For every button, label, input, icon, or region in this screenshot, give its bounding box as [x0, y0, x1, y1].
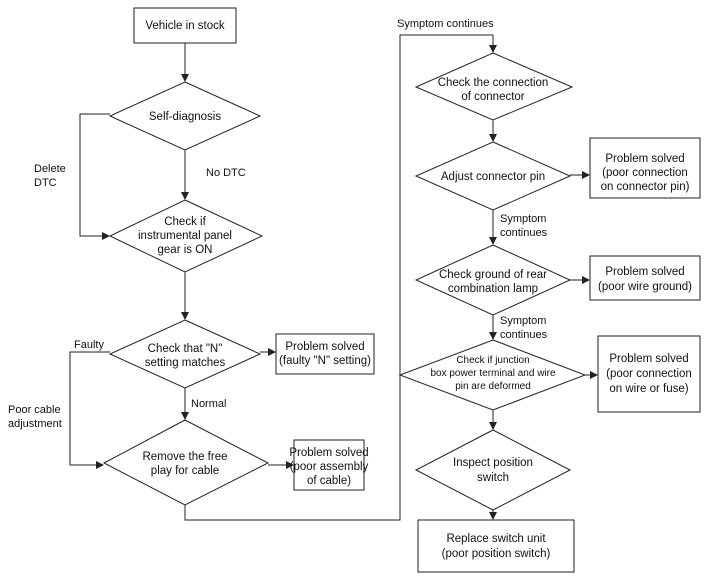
arrowhead	[489, 422, 497, 430]
label-symptom-continues: Symptom	[500, 315, 546, 327]
node-label-line: Check the connection	[438, 77, 549, 89]
arrowhead	[489, 45, 497, 53]
node-adjust-connector-pin: Adjust connector pin	[414, 141, 572, 211]
node-solved-wire-fuse: Problem solved (poor connection on wire …	[597, 335, 701, 413]
node-label-line: combination lamp	[448, 283, 538, 295]
node-label: Self-diagnosis	[149, 111, 221, 123]
node-solved-n-setting: Problem solved (faulty "N" setting)	[275, 333, 375, 375]
label-faulty: Faulty	[74, 339, 104, 351]
arrowhead	[489, 134, 497, 142]
label-no-dtc: No DTC	[206, 167, 246, 179]
node-label-line: Problem solved	[609, 353, 688, 365]
node-label-line: Replace switch unit	[446, 533, 546, 545]
arrowhead	[96, 461, 104, 469]
label-symptom-continues: continues	[500, 329, 548, 341]
arrowhead	[181, 74, 189, 82]
node-label-line: on connector pin)	[601, 181, 690, 193]
node-solved-ground: Problem solved (poor wire ground)	[589, 255, 701, 301]
node-label-line: pin are deformed	[455, 381, 531, 392]
arrowhead	[181, 412, 189, 420]
edge-labels: Delete DTC No DTC Faulty Normal Poor cab…	[8, 18, 548, 430]
node-label-line: (faulty "N" setting)	[279, 355, 371, 367]
arrowhead	[489, 512, 497, 520]
label-symptom-continues: continues	[500, 227, 548, 239]
arrowhead	[181, 312, 189, 320]
edge-delete-dtc-loop	[79, 113, 110, 237]
node-label-line: Problem solved	[285, 341, 364, 353]
edge-faulty-loop	[69, 351, 110, 466]
node-label-line: Problem solved	[605, 153, 684, 165]
node-check-n-setting: Check that "N" setting matches	[108, 319, 262, 389]
node-replace-switch: Replace switch unit (poor position switc…	[417, 519, 575, 573]
arrowhead	[181, 192, 189, 200]
node-label-line: Problem solved	[289, 447, 368, 459]
node-check-ground: Check ground of rear combination lamp	[414, 244, 572, 316]
node-check-connection: Check the connection of connector	[414, 52, 574, 121]
label-symptom-continues: Symptom continues	[397, 18, 494, 30]
node-label-line: gear is ON	[158, 244, 213, 256]
node-label-line: Problem solved	[605, 266, 684, 278]
arrowhead	[489, 237, 497, 245]
edge-remove-to-connection	[184, 34, 494, 521]
node-solved-cable: Problem solved (poor assembly of cable)	[289, 439, 369, 491]
node-label: Adjust connector pin	[441, 171, 545, 183]
node-label-line: (poor position switch)	[442, 548, 551, 560]
arrowhead	[489, 332, 497, 340]
arrowhead	[268, 348, 276, 356]
node-label-line: play for cable	[151, 465, 219, 477]
node-label-line: of cable)	[307, 475, 351, 487]
node-label-line: box power terminal and wire	[430, 368, 555, 379]
node-label-line: Check if	[164, 216, 206, 228]
node-vehicle-in-stock: Vehicle in stock	[133, 7, 237, 44]
node-label-line: switch	[477, 472, 509, 484]
label-poor-cable: Poor cable	[8, 404, 61, 416]
arrowhead	[590, 371, 598, 379]
node-self-diagnosis: Self-diagnosis	[108, 81, 262, 151]
node-label-line: Remove the free	[142, 451, 227, 463]
node-label-line: Check if junction	[456, 355, 529, 366]
label-poor-cable: adjustment	[8, 418, 62, 430]
node-remove-free-play: Remove the free play for cable	[102, 419, 270, 506]
node-label-line: (poor connection	[606, 368, 692, 380]
node-label-line: of connector	[461, 91, 524, 103]
node-label: Vehicle in stock	[145, 20, 225, 32]
node-label-line: Inspect position	[453, 457, 533, 469]
node-label-line: setting matches	[145, 357, 226, 369]
label-delete-dtc: Delete	[34, 163, 66, 175]
node-inspect-switch: Inspect position switch	[414, 429, 572, 511]
node-label-line: (poor wire ground)	[598, 281, 692, 293]
node-label-line: Check that "N"	[148, 343, 223, 355]
arrowhead	[286, 461, 294, 469]
arrowhead	[102, 232, 110, 240]
label-delete-dtc: DTC	[34, 177, 57, 189]
arrowhead	[582, 171, 590, 179]
node-label-line: (poor connection	[602, 167, 688, 179]
label-symptom-continues: Symptom	[500, 213, 546, 225]
node-solved-connector-pin: Problem solved (poor connection on conne…	[589, 137, 701, 199]
arrowhead	[582, 276, 590, 284]
node-label-line: (poor assembly	[290, 461, 369, 473]
label-normal: Normal	[191, 398, 226, 410]
node-label-line: on wire or fuse)	[609, 383, 688, 395]
node-label-line: instrumental panel	[138, 230, 232, 242]
edges	[69, 34, 598, 521]
node-check-panel: Check if instrumental panel gear is ON	[108, 199, 264, 273]
node-label-line: Check ground of rear	[439, 269, 547, 281]
node-check-junction: Check if junction box power terminal and…	[398, 339, 587, 411]
